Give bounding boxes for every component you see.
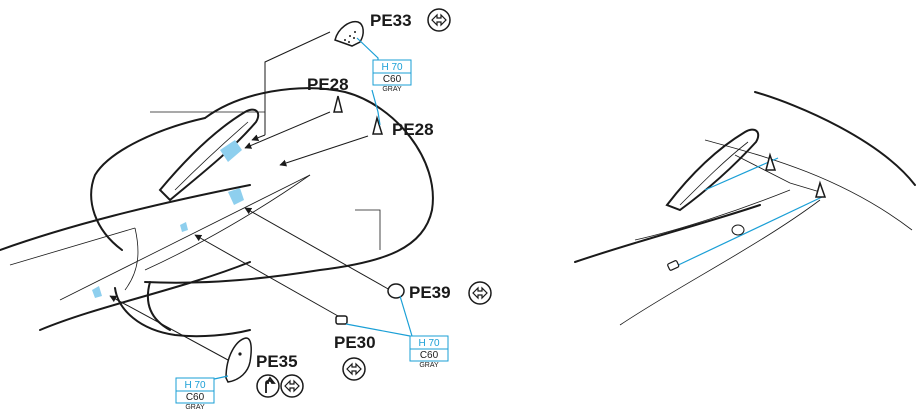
paint-box-b-gray: GRAY <box>419 362 439 369</box>
wing-left-edge <box>90 117 206 251</box>
detail-wing-edge <box>754 91 916 186</box>
fuselage-line-3 <box>144 174 311 271</box>
wing-panel-line <box>355 209 381 250</box>
arrow-pe28-right <box>279 135 369 167</box>
paint-box-a-c: C60 <box>383 74 402 85</box>
detail-mast-inner <box>679 141 749 206</box>
part-pe39-shape <box>387 283 405 299</box>
flip-icon <box>280 374 304 398</box>
label-pe28-top: PE28 <box>307 75 349 94</box>
detail-pe39 <box>731 224 745 236</box>
lower-fairing-inner <box>146 281 171 331</box>
detail-pe28-a <box>765 152 777 171</box>
main-assembly-view: H 70 C60 GRAY H 70 C60 GRAY H 70 C60 GRA… <box>0 8 492 411</box>
part-pe35-hole <box>238 352 242 356</box>
detail-view <box>574 91 916 326</box>
detail-wire-2 <box>671 196 823 269</box>
label-pe35: PE35 <box>256 352 298 371</box>
fuselage-line-1 <box>9 227 136 266</box>
fuselage-frame <box>124 227 139 291</box>
callout-line-a <box>356 37 379 62</box>
part-pe28-right-shape <box>372 115 384 135</box>
callout-line-a2 <box>371 89 381 126</box>
paint-area-4 <box>92 286 102 298</box>
detail-pe28-b <box>815 180 827 198</box>
detail-fuselage-line-2 <box>634 189 791 241</box>
callout-line-b <box>345 323 411 337</box>
part-pe28-top-shape <box>333 95 343 113</box>
part-pe35-shape <box>225 337 252 383</box>
paint-box-c-gray: GRAY <box>185 404 205 411</box>
paint-box-a-gray: GRAY <box>382 86 402 93</box>
label-pe39: PE39 <box>409 283 451 302</box>
detail-mast <box>665 128 760 212</box>
paint-box-a: H 70 C60 GRAY <box>372 59 412 93</box>
arrow-pe30 <box>194 234 339 317</box>
label-pe30: PE30 <box>334 333 376 352</box>
arrow-pe35 <box>109 295 229 361</box>
arrow-pe28-top <box>244 111 331 149</box>
detail-frame-line <box>734 154 821 193</box>
paint-box-c-h: H 70 <box>184 380 206 391</box>
detail-fuselage-top <box>574 204 761 263</box>
paint-box-b-h: H 70 <box>418 338 440 349</box>
part-pe33-shape <box>334 20 364 47</box>
detail-pe30 <box>667 260 680 271</box>
part-pe30-shape <box>335 315 348 325</box>
callout-line-b2 <box>399 295 413 337</box>
rotate-icon <box>256 374 280 398</box>
paint-box-b: H 70 C60 GRAY <box>409 335 449 369</box>
wing-outline <box>144 87 434 284</box>
flip-icon <box>427 8 451 32</box>
paint-box-a-h: H 70 <box>381 62 403 73</box>
fuselage-top <box>0 184 251 251</box>
mast-inner <box>174 121 249 191</box>
lower-fairing <box>114 287 251 338</box>
flip-icon <box>468 281 492 305</box>
detail-wing-line <box>704 139 913 231</box>
paint-area-3 <box>180 222 188 232</box>
label-pe33: PE33 <box>370 11 412 30</box>
label-pe28-right: PE28 <box>392 120 434 139</box>
part-pe33-holes <box>344 31 356 43</box>
fuselage-line-2 <box>59 174 311 301</box>
fuselage-bottom <box>39 261 251 331</box>
arrow-pe33 <box>251 134 266 142</box>
paint-area-1 <box>220 140 242 162</box>
flip-icon <box>342 357 366 381</box>
mast <box>158 108 260 202</box>
detail-fuselage-line <box>619 199 821 326</box>
leader-pe33 <box>264 31 331 135</box>
paint-box-c: H 70 C60 GRAY <box>175 377 215 411</box>
arrow-pe39 <box>244 207 391 291</box>
paint-box-b-c: C60 <box>420 350 439 361</box>
detail-wire-1 <box>704 157 779 191</box>
paint-area-2 <box>228 188 244 205</box>
paint-box-c-c: C60 <box>186 392 205 403</box>
